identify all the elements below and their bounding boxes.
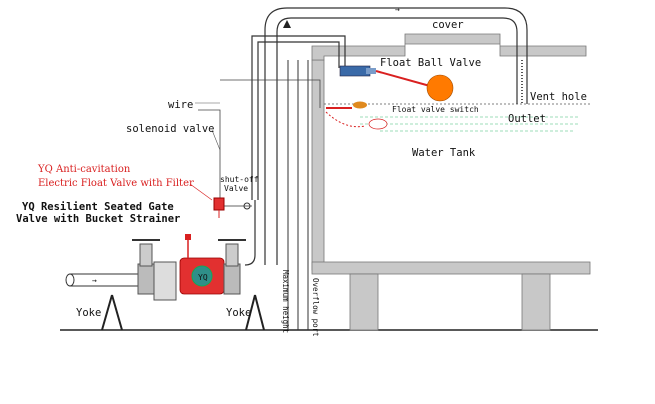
label-float-ball-valve: Float Ball Valve xyxy=(380,57,481,69)
inlet-pipe xyxy=(251,35,346,200)
label-float-valve-switch: Float valve switch xyxy=(392,105,479,114)
float-valve-switch xyxy=(325,101,388,130)
gate-valve-right xyxy=(218,239,246,295)
label-gate-valve-2: Valve with Bucket Strainer xyxy=(16,213,180,225)
water-tank-structure xyxy=(311,33,591,331)
tank-support-left xyxy=(349,273,379,331)
water-level-lines xyxy=(324,103,590,132)
label-solenoid-valve: solenoid valve xyxy=(126,123,215,135)
label-yoke-right: Yoke xyxy=(226,307,251,319)
label-yoke-left: Yoke xyxy=(76,307,101,319)
shutoff-valve xyxy=(224,202,252,210)
main-inlet-pipe: → xyxy=(65,200,256,287)
label-maximum-height: Maximum height xyxy=(281,270,290,333)
label-overflow-port: Overflow port xyxy=(311,278,320,337)
label-outlet: Outlet xyxy=(508,113,546,125)
label-shutoff-1: shut-off xyxy=(220,175,259,184)
gate-valve-left xyxy=(132,239,177,301)
label-gate-valve-1: YQ Resilient Seated Gate xyxy=(22,201,174,213)
label-anti-cavitation-1: YQ Anti-cavitation xyxy=(37,164,131,175)
label-shutoff-2: Valve xyxy=(224,184,248,193)
tank-left-wall xyxy=(311,59,325,271)
float-ball xyxy=(426,74,454,102)
svg-text:→: → xyxy=(395,5,400,14)
tank-support-right xyxy=(521,273,551,331)
label-cover: cover xyxy=(432,19,464,31)
label-vent-hole: Vent hole xyxy=(530,91,587,103)
label-anti-cavitation-2: Electric Float Valve with Filter xyxy=(38,178,194,189)
leader-lines xyxy=(189,102,221,201)
label-wire: wire xyxy=(168,99,193,111)
yoke-left-support xyxy=(101,294,123,331)
yoke-right-support xyxy=(245,294,265,331)
solenoid-valve xyxy=(213,197,225,218)
wire xyxy=(198,79,321,200)
bucket-strainer xyxy=(153,261,177,301)
tank-floor xyxy=(311,261,591,275)
float-ball-valve xyxy=(339,65,454,102)
anti-cavitation-valve: YQ xyxy=(179,234,225,295)
svg-text:YQ: YQ xyxy=(198,273,208,282)
overflow-pipe-loop: → xyxy=(264,5,528,265)
overflow-port-pipe xyxy=(287,60,309,330)
label-water-tank: Water Tank xyxy=(412,147,476,159)
svg-text:→: → xyxy=(92,276,97,285)
